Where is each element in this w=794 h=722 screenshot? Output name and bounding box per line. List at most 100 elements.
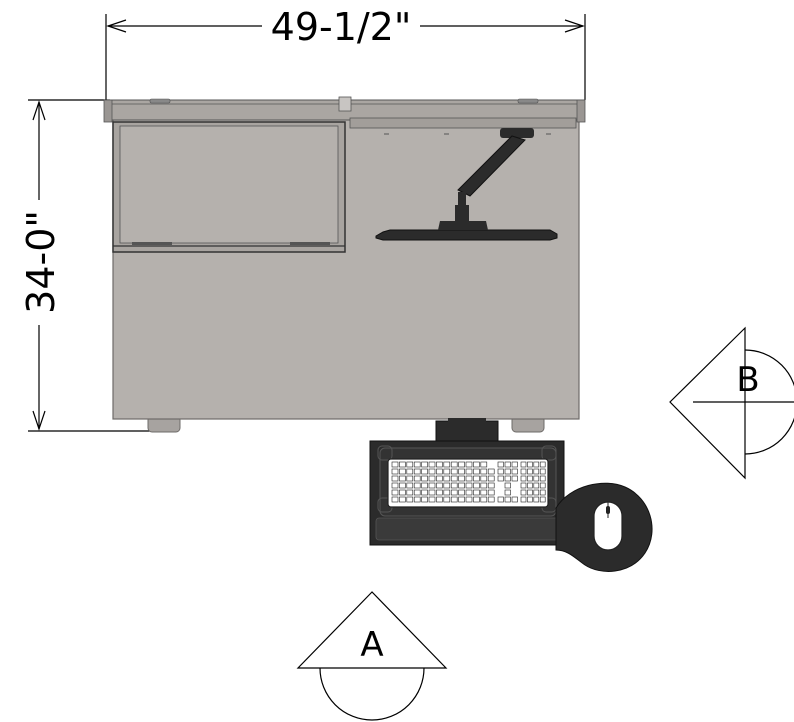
keyboard-key	[504, 489, 511, 496]
keyboard-key	[391, 475, 399, 482]
keyboard-key	[443, 468, 451, 475]
keyboard-key	[458, 482, 465, 489]
keyboard-key	[497, 496, 504, 503]
keyboard-key	[406, 482, 414, 489]
keyboard-key	[399, 482, 406, 489]
view-marker-b-label: B	[736, 360, 759, 400]
keyboard-key	[533, 461, 540, 468]
height-dimension	[28, 99, 150, 432]
keyboard-key	[413, 468, 421, 475]
keyboard-key	[504, 482, 511, 489]
keyboard-key	[428, 496, 436, 503]
monitor	[375, 229, 558, 241]
keyboard-key	[450, 496, 458, 503]
rail-clamp	[338, 96, 352, 112]
keyboard-key	[436, 475, 443, 482]
keyboard-key	[533, 475, 540, 482]
keyboard-key	[465, 496, 473, 503]
keyboard-key	[450, 461, 458, 468]
keyboard-key	[406, 475, 414, 482]
keyboard-key	[511, 496, 518, 503]
mouse-scroll-wheel	[606, 506, 610, 514]
width-arrow-right	[564, 19, 585, 33]
keyboard-key	[527, 496, 533, 503]
keyboard-key	[421, 489, 428, 496]
keyboard-key	[399, 489, 406, 496]
keyboard-key	[480, 496, 488, 503]
keyboard-key	[487, 489, 495, 496]
keyboard-key	[527, 461, 533, 468]
keyboard-key	[539, 482, 546, 489]
keyboard-key	[497, 468, 504, 475]
keyboard-key	[480, 461, 488, 468]
keyboard-key	[458, 475, 465, 482]
keyboard-key	[480, 489, 488, 496]
keyboard-key	[406, 461, 414, 468]
keyboard-key	[504, 496, 511, 503]
keyboard-key	[539, 461, 546, 468]
keyboard-key	[511, 461, 518, 468]
keyboard-key	[413, 482, 421, 489]
upper-panel	[112, 121, 346, 253]
keyboard-key	[391, 489, 399, 496]
keyboard-key	[458, 489, 465, 496]
keyboard-key	[450, 489, 458, 496]
keyboard-key	[428, 475, 436, 482]
keyboard-key	[436, 482, 443, 489]
keyboard-key	[391, 482, 399, 489]
keyboard-key	[473, 496, 480, 503]
keyboard-key	[480, 468, 488, 475]
height-arrow-top	[32, 100, 46, 121]
view-marker-a	[296, 591, 448, 721]
keyboard-key	[527, 482, 533, 489]
keyboard-key	[497, 475, 504, 482]
keyboard-key	[465, 489, 473, 496]
height-dimension-label: 34-0"	[19, 210, 63, 314]
keyboard-key	[473, 482, 480, 489]
keyboard-key	[458, 496, 465, 503]
keyboard-key	[520, 475, 527, 482]
keyboard-key	[473, 489, 480, 496]
view-marker-a-triangle	[296, 591, 448, 669]
keyboard-key	[527, 468, 533, 475]
keyboard-key	[487, 475, 495, 482]
keyboard-key	[533, 496, 540, 503]
keyboard-key	[520, 496, 527, 503]
keyboard-key	[428, 468, 436, 475]
arm-clamp	[500, 128, 534, 138]
keyboard	[387, 458, 549, 508]
keyboard-key	[520, 482, 527, 489]
monitor-rail	[349, 117, 577, 129]
view-marker-b	[669, 326, 794, 480]
mouse-pad	[555, 482, 653, 572]
keyboard-key	[421, 482, 428, 489]
arm-mount	[455, 205, 469, 221]
keyboard-key	[458, 468, 465, 475]
keyboard-key	[473, 468, 480, 475]
keyboard-key	[406, 468, 414, 475]
keyboard-key	[511, 475, 518, 482]
keyboard-key	[443, 475, 451, 482]
keyboard-key	[465, 482, 473, 489]
keyboard-key	[458, 461, 465, 468]
keyboard-key	[539, 489, 546, 496]
keyboard-key	[504, 475, 511, 482]
keyboard-key	[406, 489, 414, 496]
keyboard-key	[504, 461, 511, 468]
keyboard-key	[520, 468, 527, 475]
width-dimension-label: 49-1/2"	[271, 5, 412, 49]
keyboard-key	[428, 489, 436, 496]
keyboard-key	[443, 482, 451, 489]
keyboard-key	[421, 496, 428, 503]
keyboard-key	[399, 475, 406, 482]
keyboard-key	[539, 468, 546, 475]
view-marker-a-label: A	[360, 625, 383, 665]
keyboard-key	[487, 468, 495, 475]
keyboard-key	[520, 489, 527, 496]
keyboard-key	[473, 475, 480, 482]
keyboard-key	[443, 489, 451, 496]
keyboard-key	[391, 468, 399, 475]
keyboard-key	[436, 489, 443, 496]
keyboard-key	[511, 468, 518, 475]
keyboard-key	[443, 496, 451, 503]
